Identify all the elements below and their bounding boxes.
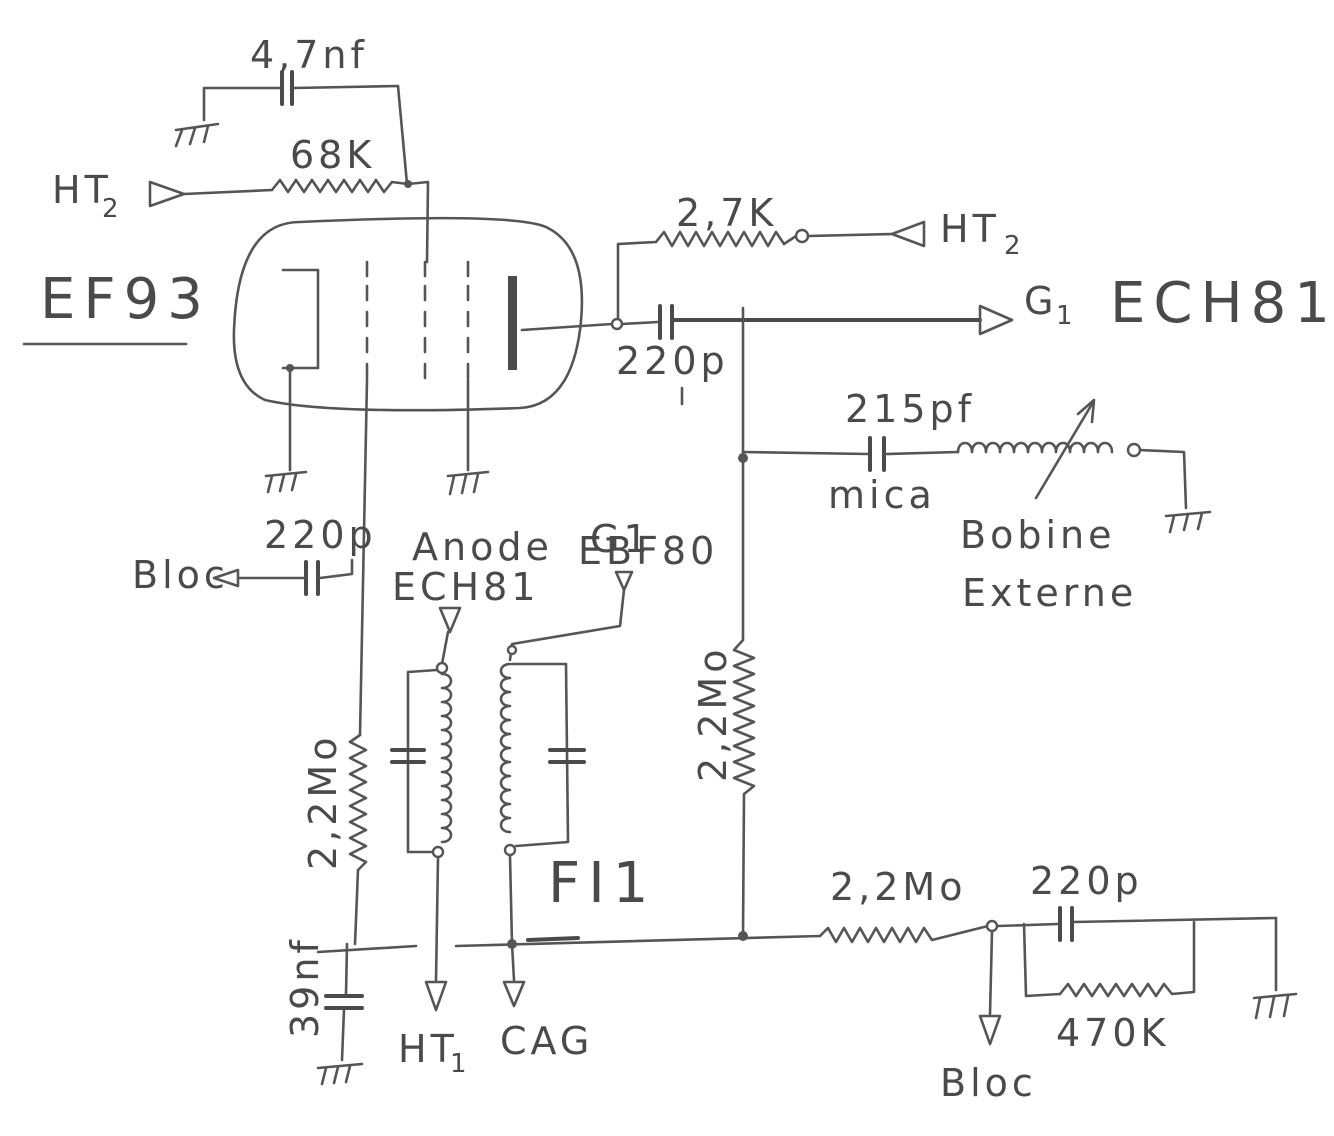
terminal-ht2-right <box>890 220 926 248</box>
label-215pf: 215pf <box>845 387 975 431</box>
label-externe: Externe <box>962 571 1137 615</box>
label-ht2-right: HT <box>940 207 1000 251</box>
coil-fi1-secondary <box>499 662 512 834</box>
label-mica: mica <box>828 473 936 517</box>
label-ht2-left: HT <box>52 168 112 212</box>
coil-fi1-primary <box>440 672 453 844</box>
label-ht1: HT <box>398 1027 458 1071</box>
label-2m2-left: 2,2Mo <box>301 734 345 870</box>
label-g1-sub: 1 <box>1056 301 1073 331</box>
label-bloc-bottom: Bloc <box>940 1061 1037 1105</box>
label-ech81-anode: ECH81 <box>392 565 539 609</box>
label-ht2-left-sub: 2 <box>102 194 119 224</box>
terminal-g1-ech81 <box>978 304 1014 336</box>
resistor-2m2-left <box>348 733 368 946</box>
resistor-68k <box>270 178 410 194</box>
terminal-anode-ech81 <box>438 606 462 634</box>
terminal-cag <box>502 980 526 1008</box>
label-anode: Anode <box>412 525 553 569</box>
label-fi1: FI1 <box>548 851 656 916</box>
capacitor-fi1-primary <box>390 748 426 764</box>
capacitor-220p-bottom <box>1058 906 1074 942</box>
label-2k7: 2,7K <box>676 191 777 235</box>
label-bobine: Bobine <box>960 513 1115 557</box>
ground-symbol-bottom-right <box>1252 992 1298 1020</box>
capacitor-220p-anode <box>658 304 674 340</box>
terminal-bloc-left <box>212 568 240 588</box>
resistor-2m2-bottom <box>818 924 990 944</box>
label-470k: 470K <box>1056 1011 1169 1055</box>
label-ht2-right-sub: 2 <box>1004 231 1021 261</box>
resistor-2m2-grid <box>732 638 756 938</box>
ground-symbol-39nf <box>316 1062 364 1086</box>
label-ech81-g1: ECH81 <box>1110 271 1334 336</box>
label-68k: 68K <box>290 133 375 177</box>
label-2m2-bottom: 2,2Mo <box>830 865 966 909</box>
label-4n7f: 4,7nf <box>250 33 368 77</box>
label-cag: CAG <box>500 1019 593 1063</box>
label-220p-bloc: 220p <box>264 513 377 557</box>
label-g1-ebf80: G1 <box>590 517 652 561</box>
capacitor-4n7 <box>202 70 409 186</box>
tube-anode <box>508 276 517 370</box>
label-220p-anode: 220p <box>616 339 729 383</box>
tube-name: EF93 <box>40 267 211 332</box>
label-2m2-grid: 2,2Mo <box>691 646 735 782</box>
label-ht1-sub: 1 <box>450 1049 467 1079</box>
terminal-g1-ebf80 <box>614 570 634 592</box>
tube-cathode <box>281 268 320 472</box>
bus-bottom <box>454 934 822 948</box>
capacitor-fi1-secondary <box>548 748 586 764</box>
resistor-470k <box>1058 920 1196 998</box>
capacitor-220p-bloc <box>304 560 320 596</box>
ground-symbol-cathode <box>264 470 308 494</box>
ground-symbol-suppressor <box>446 470 490 496</box>
capacitor-215pf <box>868 436 886 472</box>
terminal-bloc-bottom <box>978 1014 1002 1046</box>
terminal-ht2-left <box>148 180 274 208</box>
label-g1: G <box>1024 279 1057 323</box>
terminal-ht1 <box>424 980 448 1012</box>
tube-envelope <box>232 216 584 412</box>
ground-symbol-top <box>174 122 220 148</box>
ground-symbol-coil <box>1164 510 1212 534</box>
label-220p-bottom: 220p <box>1030 859 1143 903</box>
coil-external <box>956 398 1114 500</box>
label-ebf80: EBF80 <box>578 529 718 573</box>
resistor-2k7 <box>616 230 798 324</box>
label-bloc-left: Bloc <box>132 553 229 597</box>
capacitor-39nf <box>324 994 364 1010</box>
